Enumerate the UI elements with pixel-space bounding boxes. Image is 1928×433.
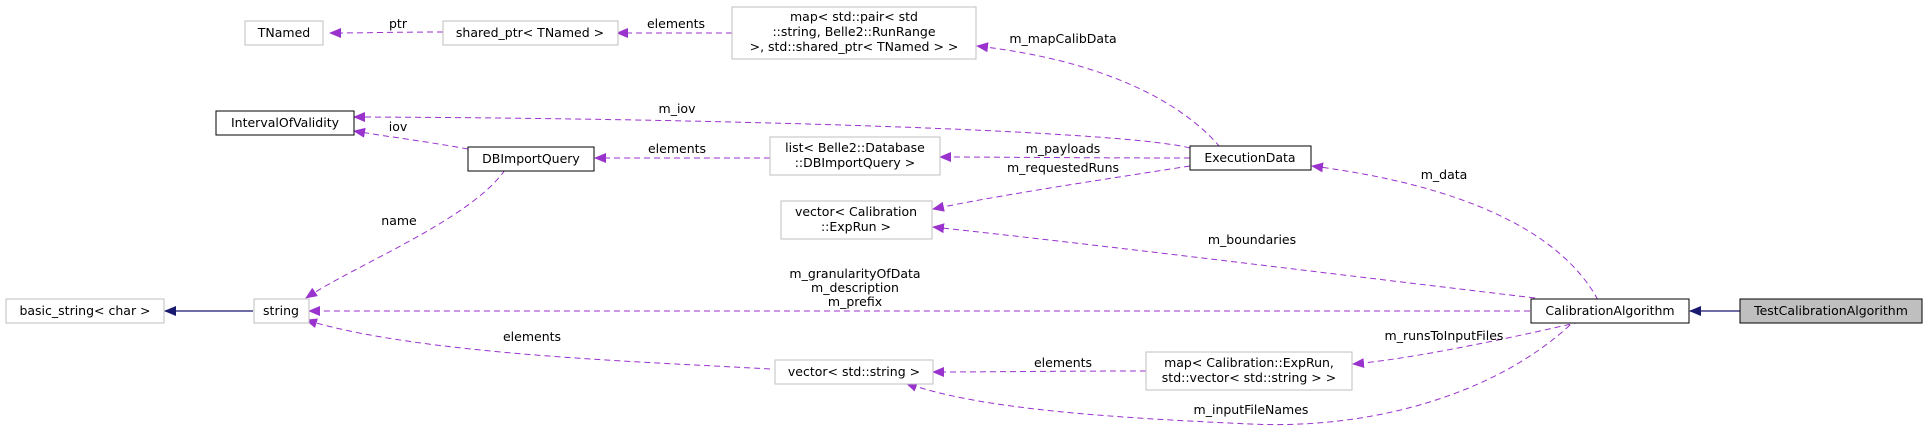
svg-text:IntervalOfValidity: IntervalOfValidity xyxy=(231,115,340,130)
node-string[interactable]: string xyxy=(253,298,310,324)
edge-iov xyxy=(353,127,469,150)
node-shared-ptr[interactable]: shared_ptr< TNamed > xyxy=(442,20,619,46)
edge-label-m-requestedruns: m_requestedRuns xyxy=(1007,160,1119,175)
svg-text:CalibrationAlgorithm: CalibrationAlgorithm xyxy=(1545,303,1674,318)
edge-label-elements-map: elements xyxy=(1034,355,1092,370)
svg-text:basic_string< char >: basic_string< char > xyxy=(19,303,150,318)
node-basic-string[interactable]: basic_string< char > xyxy=(5,298,165,324)
edge-label-m-mapcalibdata: m_mapCalibData xyxy=(1009,31,1116,46)
edge-elements-map xyxy=(932,366,1147,377)
edges: ptr elements m_mapCalibData m_iov iov el… xyxy=(164,16,1740,426)
edge-m-payloads xyxy=(939,152,1191,163)
svg-text:shared_ptr< TNamed >: shared_ptr< TNamed > xyxy=(456,25,604,40)
edge-m-boundaries xyxy=(932,223,1536,299)
node-test-calibration-algorithm[interactable]: TestCalibrationAlgorithm xyxy=(1739,298,1923,324)
edge-label-iov: iov xyxy=(389,119,408,134)
svg-text:ExecutionData: ExecutionData xyxy=(1204,150,1295,165)
node-db-import-query[interactable]: DBImportQuery xyxy=(467,146,595,172)
edge-label-name: name xyxy=(381,213,417,228)
edge-name xyxy=(305,169,506,299)
svg-text:TestCalibrationAlgorithm: TestCalibrationAlgorithm xyxy=(1753,303,1908,318)
svg-text:list< Belle2::Database: list< Belle2::Database xyxy=(785,140,925,155)
edge-label-m-payloads: m_payloads xyxy=(1026,141,1101,156)
svg-text:vector< Calibration: vector< Calibration xyxy=(795,204,917,219)
edge-label-string-members-0: m_granularityOfData xyxy=(789,266,920,281)
svg-text:::ExpRun >: ::ExpRun > xyxy=(821,219,891,234)
node-map-calib[interactable]: map< std::pair< std ::string, Belle2::Ru… xyxy=(731,6,977,60)
edge-m-requestedruns xyxy=(932,165,1191,212)
svg-text:DBImportQuery: DBImportQuery xyxy=(482,151,580,166)
edge-label-m-iov: m_iov xyxy=(659,101,697,116)
node-vector-string[interactable]: vector< std::string > xyxy=(774,359,934,385)
edge-label-ptr: ptr xyxy=(389,16,408,31)
svg-text:::DBImportQuery >: ::DBImportQuery > xyxy=(795,155,916,170)
svg-text:map< std::pair< std: map< std::pair< std xyxy=(790,9,918,24)
edge-m-inputfilenames xyxy=(905,324,1571,426)
edge-label-elements-shared: elements xyxy=(647,16,705,31)
svg-text:string: string xyxy=(263,303,299,318)
node-execution-data[interactable]: ExecutionData xyxy=(1189,145,1312,171)
edge-ptr xyxy=(329,27,444,38)
edge-elements-vector xyxy=(305,318,771,370)
edge-label-elements-list: elements xyxy=(648,141,706,156)
edge-label-elements-vector: elements xyxy=(503,329,561,344)
edge-label-string-members-2: m_prefix xyxy=(828,294,882,309)
edge-m-data xyxy=(1311,162,1599,301)
edge-label-string-members-1: m_description xyxy=(811,280,899,295)
node-calibration-algorithm[interactable]: CalibrationAlgorithm xyxy=(1530,298,1690,324)
edge-label-m-boundaries: m_boundaries xyxy=(1208,232,1296,247)
nodes: TNamed shared_ptr< TNamed > map< std::pa… xyxy=(5,6,1923,391)
edge-m-iov xyxy=(353,112,1191,149)
edge-m-mapcalibdata xyxy=(976,42,1221,148)
svg-text:::string, Belle2::RunRange: ::string, Belle2::RunRange xyxy=(772,24,935,39)
edge-label-m-inputfilenames: m_inputFileNames xyxy=(1194,402,1309,417)
edge-m-runstoinputfiles xyxy=(1352,321,1581,369)
node-interval-of-validity[interactable]: IntervalOfValidity xyxy=(215,110,355,136)
node-vector-calib[interactable]: vector< Calibration ::ExpRun > xyxy=(780,200,933,240)
node-tnamed[interactable]: TNamed xyxy=(244,20,324,46)
svg-text:std::vector< std::string > >: std::vector< std::string > > xyxy=(1162,370,1336,385)
svg-text:TNamed: TNamed xyxy=(257,25,310,40)
edge-label-m-runstoinputfiles: m_runsToInputFiles xyxy=(1385,328,1504,343)
svg-text:>, std::shared_ptr< TNamed > >: >, std::shared_ptr< TNamed > > xyxy=(750,39,959,54)
node-map-runs[interactable]: map< Calibration::ExpRun, std::vector< s… xyxy=(1145,351,1353,391)
svg-text:vector< std::string >: vector< std::string > xyxy=(788,364,920,379)
edge-label-m-data: m_data xyxy=(1421,167,1468,182)
node-list-db[interactable]: list< Belle2::Database ::DBImportQuery > xyxy=(769,136,941,176)
svg-text:map< Calibration::ExpRun,: map< Calibration::ExpRun, xyxy=(1164,355,1334,370)
